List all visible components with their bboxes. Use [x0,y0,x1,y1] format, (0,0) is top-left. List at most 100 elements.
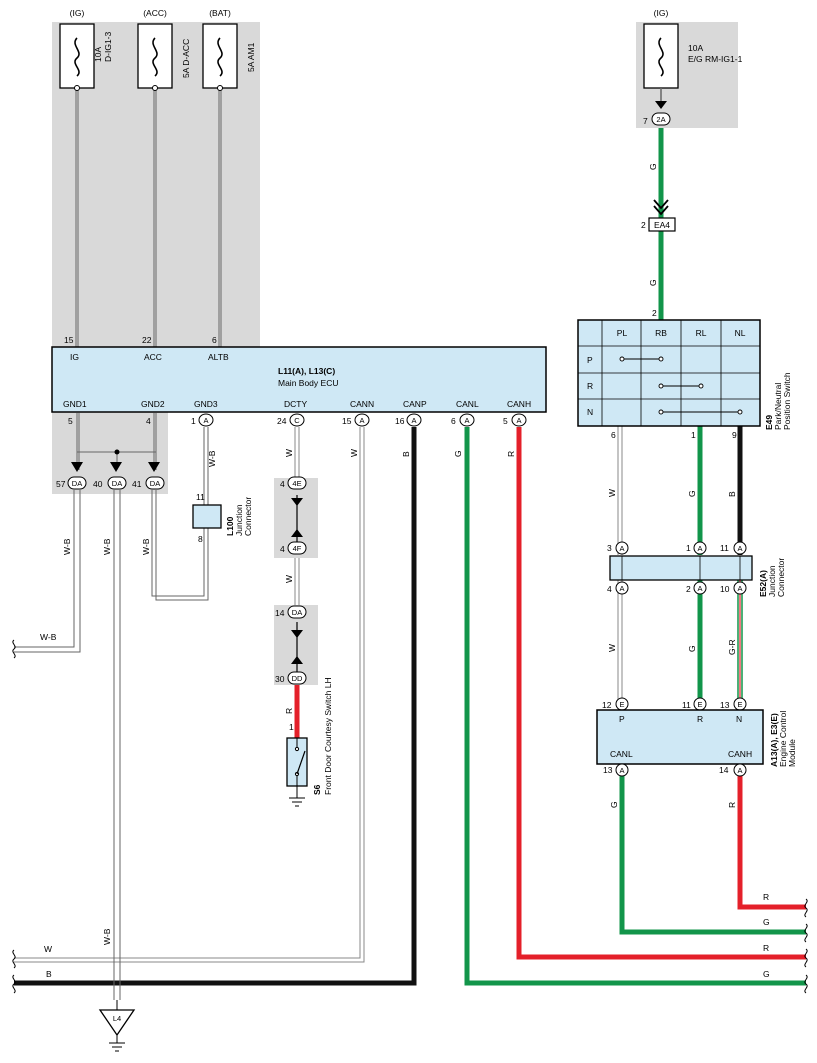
pnp-col-pl: PL [617,328,628,338]
fuse-dacc: (ACC) 5A D-ACC [137,8,191,89]
ecu-pin-gnd3: GND3 [194,399,218,409]
wire-ground-group [14,413,209,1000]
e52-bottom-pin-2: 2 [686,584,691,594]
pnp-pin-6: 6 [611,430,616,440]
label-wb-l4: W-B [102,928,112,945]
e52-conn-4: A [619,584,624,593]
wire-gr-e52-10 [737,580,743,706]
label-w-pnp: W [607,489,617,497]
fuse-dig13: (IG) 10A D-IG1-3 [59,8,113,89]
label-wb-gnd3: W-B [207,450,217,467]
label-g-e52: G [687,645,697,652]
pin-num-canh: 5 [503,416,508,426]
ecm-pin-num-p: 12 [602,700,612,710]
ecm-pin-num-canh: 14 [719,765,729,775]
e52-top-pin-1: 1 [686,543,691,553]
l100-name-1: Junction [234,504,244,536]
ea4-connector: 2 EA4 [641,199,676,232]
l100-pin-bottom: 8 [198,534,203,544]
e52-bottom-pin-10: 10 [720,584,730,594]
e52-conn-11: A [737,544,742,553]
conn-canp: A [411,416,416,425]
ecu-pin-gnd1: GND1 [63,399,87,409]
ecu-pin-canp: CANP [403,399,427,409]
e52-bottom-pin-4: 4 [607,584,612,594]
door-conn-4e: 4E [292,479,301,488]
wire-r-ecm-canh [737,776,806,910]
ecu-pin-num-ig: 15 [64,335,74,345]
door-conn-da: DA [292,608,302,617]
fuse-rm-amp: 10A [688,43,703,53]
fuse-dig13-name: D-IG1-3 [103,32,113,63]
e52-code: E52(A) [758,570,768,597]
pnp-col-rb: RB [655,328,667,338]
wire-w-ecu-cann [14,427,365,963]
ecm-pin-p: P [619,714,625,724]
acc-label: (ACC) [143,8,167,18]
pnp-row-r: R [587,381,593,391]
ecm-pin-n: N [736,714,742,724]
ecm-name-1: Engine Control [778,711,788,767]
s6-door-courtesy-switch: 1 S6 Front Door Courtesy Switch LH [286,677,333,807]
l100-pin-top: 11 [196,492,205,502]
ecu-subtitle: Main Body ECU [278,378,338,388]
ecm-conn-n: E [737,700,742,709]
label-g-pnp: G [687,490,697,497]
splice-conn-57: DA [72,479,82,488]
label-g-right2: G [763,969,770,979]
wire-break-left [12,639,16,994]
label-r-canh: R [506,451,516,457]
e52-name-1: Junction [767,565,777,597]
pin-num-gnd1: 5 [68,416,73,426]
pnp-col-nl: NL [735,328,746,338]
pnp-switch: 2 PL RB RL NL P R N 6 1 [577,308,792,440]
splice-pin-57: 57 [56,479,66,489]
ecm-conn-p: E [619,700,624,709]
ecu-pin-dcty: DCTY [284,399,307,409]
door-connectors: 4 4E 4 4F 14 DA 30 DD [275,476,307,685]
l100-junction-connector: 11 8 L100 Junction Connector [192,492,253,544]
fuse-rm-name: E/G RM-IG1-1 [688,54,743,64]
ecu-bottom-connectors: 5 4 1 A 24 C 15 A 16 A 6 A 5 A [68,413,527,427]
label-b-canp: B [401,451,411,457]
fuse-right-connector: 7 2A [643,112,671,126]
pnp-pin-1: 1 [691,430,696,440]
wire-color-labels: W-B W W B G R W R W-B W-B W-B W-B W-B W … [40,163,770,979]
ground-l4: L4 [98,1000,136,1052]
label-wb-40: W-B [102,538,112,555]
e52-conn-2: A [697,584,702,593]
splice-pin-41: 41 [132,479,142,489]
label-b-left: B [46,969,52,979]
pin-num-canp: 16 [395,416,405,426]
door-pin-4e: 4 [280,479,285,489]
pin-num-gnd3: 1 [191,416,196,426]
engine-control-module: 12 11 13 E E E P R N CANL CANH 13 14 A A… [596,697,797,777]
label-w-dcty1: W [284,449,294,457]
label-w-dcty2: W [284,575,294,583]
ecu-title: L11(A), L13(C) [278,366,335,376]
wire-r-ecu-canh [516,427,806,960]
splice-conn-41: DA [150,479,160,488]
label-r-right1: R [763,892,769,902]
splice-conn-40: DA [112,479,122,488]
e52-junction-connector: 3 1 11 A A A 4 2 10 A A A E52(A) Junctio… [607,541,786,597]
pin-num-canl: 6 [451,416,456,426]
label-r-s6: R [284,708,294,714]
main-body-ecu: L11(A), L13(C) Main Body ECU 15 IG 22 AC… [51,335,547,413]
ecm-conn-canh: A [737,766,742,775]
splice-pin-40: 40 [93,479,103,489]
label-w-left: W [44,944,52,954]
label-r-right2: R [763,943,769,953]
s6-name: Front Door Courtesy Switch LH [323,677,333,795]
e52-top-pin-11: 11 [720,543,729,553]
ecu-pin-altb: ALTB [208,352,229,362]
wire-b-ecu-canp [14,427,417,986]
door-pin-dd: 30 [275,674,285,684]
ecm-pin-num-n: 13 [720,700,730,710]
door-pin-da: 14 [275,608,285,618]
fuse-dig13-amp: 10A [93,47,103,62]
e52-conn-1: A [697,544,702,553]
ecu-pin-cann: CANN [350,399,374,409]
wire-w-dcty [294,427,300,605]
